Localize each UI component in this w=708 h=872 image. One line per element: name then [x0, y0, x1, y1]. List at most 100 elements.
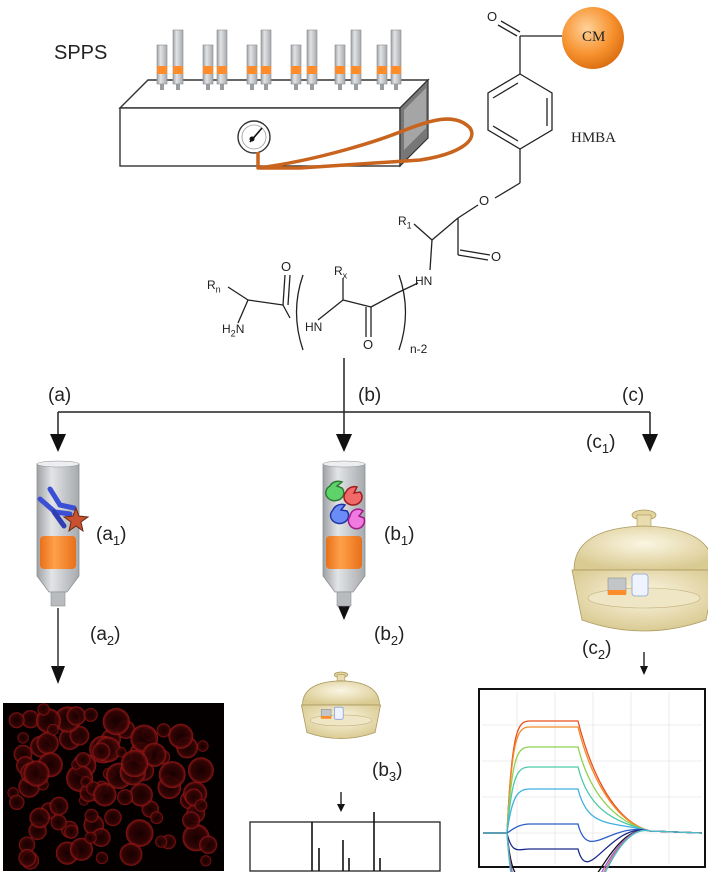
bead-field	[7, 703, 218, 870]
bead	[69, 725, 90, 746]
bead	[64, 824, 79, 839]
bead	[91, 828, 111, 847]
syringe-icon	[246, 44, 258, 90]
bead	[194, 799, 208, 812]
cm-label: CM	[582, 29, 606, 45]
atom-r1: R1	[398, 214, 412, 231]
hmba-structure	[227, 20, 562, 351]
sensorgram-curve	[483, 829, 703, 872]
bead	[150, 811, 164, 825]
spps-block-icon	[118, 78, 430, 168]
syringe-icon	[260, 29, 272, 90]
bead	[66, 706, 86, 726]
enzyme-icon	[325, 480, 366, 530]
bead	[9, 794, 25, 810]
bead	[200, 855, 212, 867]
bead	[23, 760, 50, 787]
bead	[158, 761, 186, 789]
sensorgram-curve	[483, 788, 703, 834]
bead	[117, 789, 134, 806]
bead	[84, 831, 97, 844]
bead	[155, 835, 168, 848]
spps-label: SPPS	[54, 42, 108, 64]
atom-rn: Rn	[207, 278, 221, 295]
sensorgram-curve	[483, 726, 703, 834]
column-b1-icon	[322, 460, 366, 607]
step-c1-label: (c1)	[586, 432, 616, 456]
column-a1-icon	[36, 460, 80, 607]
bead	[197, 740, 209, 752]
syringe-icon	[376, 44, 388, 90]
atom-rx: Rx	[334, 264, 348, 281]
branch-c-label: (c)	[622, 385, 645, 406]
mass-spectrum-plot	[249, 812, 441, 872]
step-b2-label: (b2)	[374, 624, 405, 648]
gauge-icon	[237, 120, 271, 154]
bead	[37, 703, 50, 716]
bead	[102, 708, 130, 736]
arrowheads	[50, 434, 658, 812]
repeat-subscript: n-2	[410, 342, 428, 356]
bead	[187, 757, 214, 784]
tubing-wire	[256, 117, 474, 170]
bead	[120, 749, 149, 778]
sensorgram-curve	[483, 766, 703, 834]
bead	[18, 848, 37, 867]
bead	[83, 707, 98, 722]
bead	[17, 732, 29, 744]
bead	[29, 807, 50, 829]
star-icon	[62, 506, 90, 533]
desiccator-icon	[571, 509, 708, 632]
bead	[36, 732, 59, 755]
bead	[50, 814, 67, 831]
bead	[18, 836, 36, 853]
bead	[119, 842, 143, 866]
syringe-icon	[306, 29, 318, 90]
bead	[129, 783, 153, 807]
atom-o-ester: O	[479, 193, 490, 208]
hmba-label: HMBA	[571, 130, 617, 146]
bead	[168, 723, 194, 749]
bead	[84, 808, 99, 823]
cm-bead-icon	[562, 7, 624, 69]
syringe-icon	[172, 29, 184, 90]
sensorgram-curve	[483, 829, 703, 872]
syringe-icon	[216, 29, 228, 90]
desiccator-icon	[300, 671, 382, 739]
atom-o-amide-1: O	[281, 259, 292, 274]
bead	[47, 723, 59, 736]
bead	[69, 837, 93, 861]
syringe-icon	[334, 44, 346, 90]
bead	[182, 811, 201, 830]
step-a1-label: (a1)	[96, 524, 127, 548]
sensorgram-plot	[478, 688, 706, 872]
syringe-icon	[202, 44, 214, 90]
bead	[199, 835, 218, 854]
bead	[21, 710, 40, 729]
syringe-icon	[290, 44, 302, 90]
branch-b-label: (b)	[358, 385, 382, 406]
bead	[92, 742, 111, 761]
syringe-row	[156, 29, 402, 90]
step-c2-label: (c2)	[582, 638, 612, 662]
beaker-icon	[333, 706, 344, 720]
step-a2-label: (a2)	[90, 624, 121, 648]
atom-hn-1: HN	[415, 274, 433, 288]
sensorgram-curve	[483, 746, 703, 834]
step-b3-label: (b3)	[372, 760, 403, 784]
sensorgram-curve	[483, 823, 703, 843]
bead	[93, 783, 117, 807]
branch-connector	[57, 358, 651, 440]
antibody-icon	[37, 486, 77, 529]
sensorgram-curve	[483, 829, 703, 872]
atom-o-ester-carbonyl: O	[491, 249, 502, 264]
step-b1-label: (b1)	[384, 524, 415, 548]
atom-o-amide-2: O	[363, 337, 374, 352]
atom-h2n: H2N	[222, 322, 245, 339]
bead	[125, 819, 154, 848]
atom-o-carbonyl: O	[487, 9, 498, 24]
branch-a-label: (a)	[48, 385, 72, 406]
syringe-icon	[156, 44, 168, 90]
